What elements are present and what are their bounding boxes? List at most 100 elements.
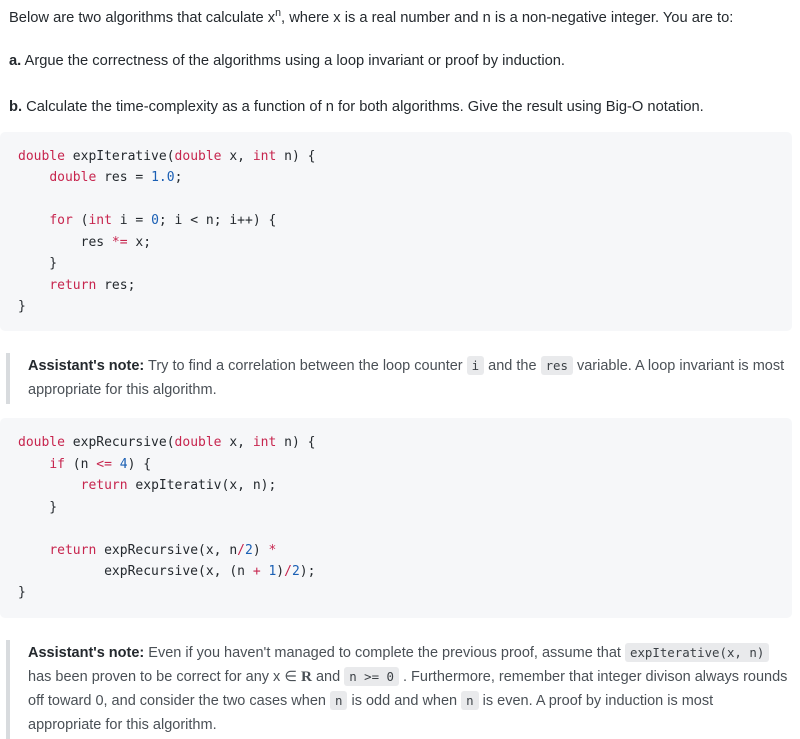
- code-token: 1: [268, 564, 277, 580]
- code-line: return expRecursive(x, n/2) *: [18, 540, 792, 561]
- code-line: return res;: [18, 275, 792, 296]
- code-token: [112, 457, 120, 472]
- note-label: Assistant's note:: [28, 644, 145, 661]
- code-token: *=: [111, 234, 128, 250]
- code-token: (n: [64, 456, 97, 472]
- exponent-superscript: n: [275, 7, 282, 20]
- inline-code-chip: n >= 0: [344, 667, 399, 687]
- code-token: ): [252, 542, 269, 558]
- task-item-b: b. Calculate the time-complexity as a fu…: [0, 97, 800, 118]
- task-label-b: b.: [9, 98, 23, 115]
- code-line: [18, 189, 792, 210]
- code-token: [18, 543, 49, 558]
- inline-code-chip: n: [461, 691, 479, 711]
- task-text-b: Calculate the time-complexity as a funct…: [26, 98, 704, 115]
- code-line: }: [18, 253, 792, 274]
- note-text: is odd and when: [347, 693, 462, 710]
- code-token: res: [18, 234, 112, 250]
- task-label-a: a.: [9, 53, 22, 70]
- code-token: [18, 478, 81, 493]
- code-token: +: [252, 564, 261, 580]
- inline-code-chip: n: [330, 691, 348, 711]
- code-token: x;: [127, 234, 152, 250]
- code-token: expIterative(: [64, 148, 175, 164]
- code-token: int: [88, 213, 112, 229]
- real-numbers-symbol: R: [300, 668, 312, 686]
- note-text: and the: [484, 358, 541, 375]
- document-page: Below are two algorithms that calculate …: [0, 8, 800, 739]
- code-token: for: [49, 213, 73, 229]
- code-line: res *= x;: [18, 232, 792, 253]
- code-token: }: [18, 299, 26, 314]
- code-token: expIterativ(x, n);: [127, 478, 277, 494]
- code-line: if (n <= 4) {: [18, 454, 792, 475]
- code-token: double: [174, 148, 222, 164]
- code-token: }: [18, 256, 58, 272]
- code-token: expRecursive(x, n: [96, 542, 238, 558]
- code-token: /: [284, 564, 292, 580]
- inline-code-chip: i: [466, 356, 485, 376]
- code-token: 1.0: [151, 170, 175, 186]
- code-token: int: [252, 435, 277, 451]
- code-token: double: [174, 435, 222, 451]
- code-token: res =: [96, 170, 152, 186]
- code-token: 0: [151, 213, 159, 229]
- code-line: expRecursive(x, (n + 1)/2);: [18, 561, 792, 582]
- code-token: /: [237, 542, 245, 558]
- assistant-note-2: Assistant's note: Even if you haven't ma…: [6, 639, 790, 739]
- task-item-a: a. Argue the correctness of the algorith…: [0, 51, 800, 72]
- code-token: res;: [96, 277, 136, 293]
- code-token: double: [18, 148, 65, 164]
- note-text: and: [311, 669, 345, 686]
- code-token: x,: [221, 435, 253, 451]
- code-line: return expIterativ(x, n);: [18, 475, 792, 496]
- code-token: ; i < n; i++) {: [158, 213, 277, 229]
- note-text: variable. A loop invariant is most appro…: [28, 358, 785, 398]
- code-line: double expRecursive(double x, int n) {: [18, 432, 792, 453]
- code-token: return: [80, 478, 128, 494]
- code-line: for (int i = 0; i < n; i++) {: [18, 210, 792, 231]
- code-token: 2: [245, 542, 253, 558]
- note-text: Try to find a correlation between the lo…: [144, 358, 467, 375]
- code-token: n) {: [276, 148, 316, 164]
- code-token: (: [72, 213, 89, 229]
- code-block-exp-recursive: double expRecursive(double x, int n) { i…: [0, 418, 792, 618]
- code-token: [18, 213, 49, 228]
- task-text-a: Argue the correctness of the algorithms …: [24, 53, 566, 70]
- assistant-note-1: Assistant's note: Try to find a correlat…: [6, 353, 790, 405]
- code-line: [18, 518, 792, 539]
- code-token: <=: [96, 456, 112, 472]
- code-token: int: [252, 148, 277, 164]
- inline-code-chip: res: [540, 356, 573, 376]
- code-token: return: [49, 277, 97, 293]
- code-token: }: [18, 499, 58, 515]
- code-token: x,: [221, 148, 253, 164]
- intro-paragraph: Below are two algorithms that calculate …: [0, 8, 800, 29]
- code-token: expRecursive(: [64, 435, 175, 451]
- code-token: n) {: [276, 435, 316, 451]
- code-token: ) {: [127, 456, 152, 472]
- note-label: Assistant's note:: [28, 358, 145, 375]
- code-token: 4: [119, 456, 128, 472]
- code-line: double expIterative(double x, int n) {: [18, 146, 792, 167]
- code-token: }: [18, 585, 26, 601]
- code-token: return: [49, 542, 97, 558]
- code-token: [18, 457, 49, 472]
- code-token: ;: [174, 170, 183, 186]
- code-token: *: [268, 542, 277, 558]
- code-token: 2: [291, 564, 300, 580]
- code-token: i =: [111, 213, 152, 229]
- code-token: expRecursive(x, (n: [18, 564, 253, 580]
- inline-code-chip: expIterative(x, n): [625, 642, 770, 662]
- code-line: }: [18, 582, 792, 603]
- note-text: has been proven to be correct for any x …: [28, 669, 301, 686]
- code-token: double: [49, 170, 97, 186]
- code-token: [18, 170, 49, 185]
- code-line: }: [18, 497, 792, 518]
- code-token: double: [18, 435, 65, 451]
- code-line: }: [18, 296, 792, 317]
- intro-text-before: Below are two algorithms that calculate …: [9, 10, 276, 26]
- code-token: [18, 278, 49, 293]
- code-token: ): [276, 564, 285, 580]
- intro-text-after: , where x is a real number and n is a no…: [281, 10, 734, 26]
